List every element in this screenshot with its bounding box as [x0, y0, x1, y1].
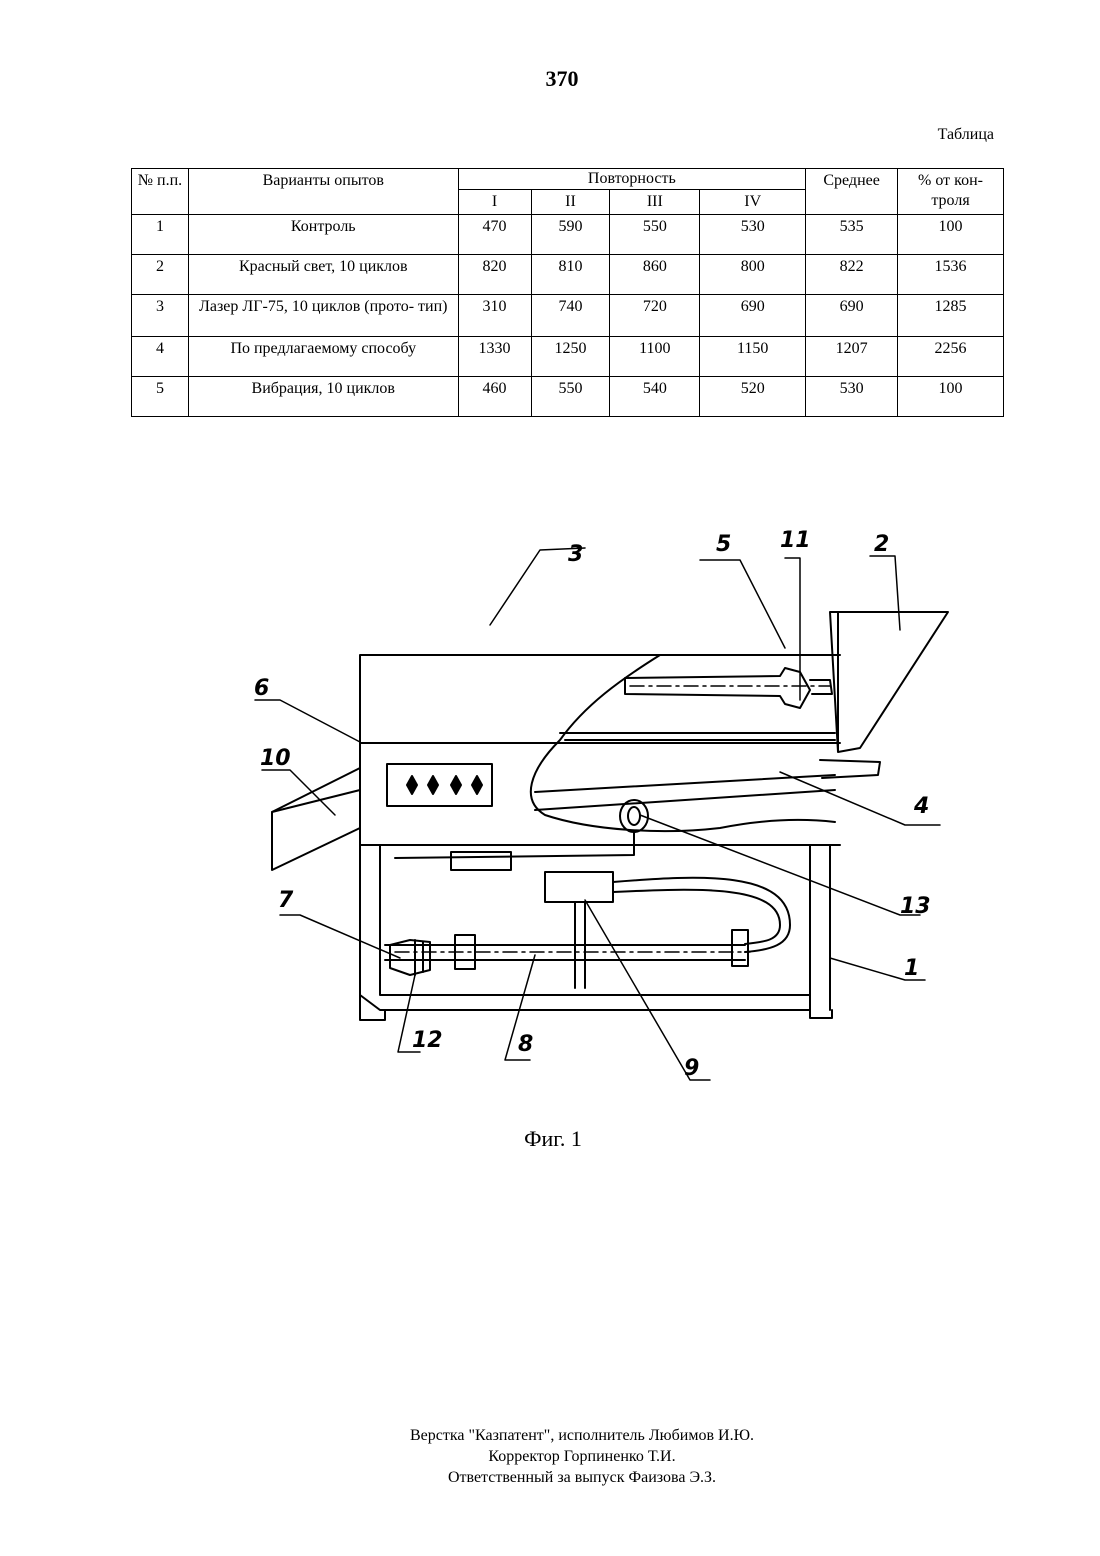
footer-credits: Верстка "Казпатент", исполнитель Любимов… — [0, 1425, 1100, 1488]
cell-value: 590 — [531, 215, 610, 255]
cell-no: 1 — [132, 215, 189, 255]
outlet-chute-10 — [272, 768, 360, 870]
header-mean: Среднее — [806, 169, 898, 215]
cell-value: 470 — [458, 215, 531, 255]
footer-line-proofreader: Корректор Горпиненко Т.И. — [0, 1446, 1100, 1467]
label-12: 12 — [412, 1028, 443, 1053]
header-no: № п.п. — [132, 169, 189, 215]
lamp-socket — [810, 680, 832, 694]
cell-percent: 100 — [898, 215, 1004, 255]
tray-4 — [535, 775, 835, 810]
footer-line-layout: Верстка "Казпатент", исполнитель Любимов… — [0, 1425, 1100, 1446]
cell-value: 820 — [458, 255, 531, 295]
label-11: 11 — [780, 528, 811, 553]
cell-mean: 530 — [806, 377, 898, 417]
cell-value: 540 — [610, 377, 700, 417]
header-repeat-2: II — [531, 190, 610, 215]
header-repeat-4: IV — [700, 190, 806, 215]
cell-value: 1330 — [458, 337, 531, 377]
apparatus-figure: 3 5 11 2 6 10 4 13 1 7 12 8 9 — [250, 520, 970, 1090]
motor-9 — [545, 872, 613, 902]
cell-no: 3 — [132, 295, 189, 337]
header-percent: % от кон- троля — [898, 169, 1004, 215]
cell-value: 530 — [700, 215, 806, 255]
label-10: 10 — [260, 746, 291, 771]
table-row: 1 Контроль 470 590 550 530 535 100 — [132, 215, 1004, 255]
junction-box — [451, 852, 511, 870]
frame-feet — [360, 1010, 832, 1020]
cell-value: 720 — [610, 295, 700, 337]
header-repeat: Повторность — [458, 169, 806, 190]
drum-top-plate — [560, 733, 835, 740]
apparatus-drawing — [250, 520, 970, 1090]
table-row: 3 Лазер ЛГ-75, 10 циклов (прото- тип) 31… — [132, 295, 1004, 337]
cell-no: 4 — [132, 337, 189, 377]
cell-value: 860 — [610, 255, 700, 295]
housing-outline — [360, 655, 840, 845]
results-table: № п.п. Варианты опытов Повторность Средн… — [131, 168, 1004, 417]
label-6: 6 — [254, 676, 269, 701]
cell-value: 550 — [531, 377, 610, 417]
label-13: 13 — [900, 894, 931, 919]
cell-mean: 1207 — [806, 337, 898, 377]
lamp-5 — [625, 668, 810, 708]
cell-value: 1250 — [531, 337, 610, 377]
cell-percent: 2256 — [898, 337, 1004, 377]
cell-variant: Красный свет, 10 циклов — [188, 255, 458, 295]
frame-1 — [360, 845, 830, 1010]
label-9: 9 — [684, 1056, 699, 1081]
cell-value: 520 — [700, 377, 806, 417]
table-row: 5 Вибрация, 10 циклов 460 550 540 520 53… — [132, 377, 1004, 417]
cell-value: 1150 — [700, 337, 806, 377]
label-2: 2 — [874, 532, 889, 557]
cell-mean: 690 — [806, 295, 898, 337]
header-repeat-3: III — [610, 190, 700, 215]
table-caption: Таблица — [938, 126, 994, 144]
header-variant: Варианты опытов — [188, 169, 458, 215]
table-row: 2 Красный свет, 10 циклов 820 810 860 80… — [132, 255, 1004, 295]
cell-variant: По предлагаемому способу — [188, 337, 458, 377]
header-repeat-1: I — [458, 190, 531, 215]
label-1: 1 — [904, 956, 919, 981]
cell-percent: 1285 — [898, 295, 1004, 337]
cell-value: 550 — [610, 215, 700, 255]
control-panel-knobs — [407, 776, 482, 794]
chute-line — [272, 790, 360, 812]
cell-value: 310 — [458, 295, 531, 337]
cell-no: 2 — [132, 255, 189, 295]
cell-mean: 822 — [806, 255, 898, 295]
cell-variant: Лазер ЛГ-75, 10 циклов (прото- тип) — [188, 295, 458, 337]
footer-line-responsible: Ответственный за выпуск Фаизова Э.З. — [0, 1467, 1100, 1488]
cell-no: 5 — [132, 377, 189, 417]
label-3: 3 — [568, 542, 583, 567]
label-7: 7 — [278, 888, 293, 913]
cell-value: 690 — [700, 295, 806, 337]
cell-variant: Вибрация, 10 циклов — [188, 377, 458, 417]
cell-value: 800 — [700, 255, 806, 295]
figure-caption: Фиг. 1 — [0, 1126, 1100, 1152]
cell-percent: 100 — [898, 377, 1004, 417]
hopper-2 — [830, 612, 948, 752]
label-5: 5 — [716, 532, 731, 557]
cell-mean: 535 — [806, 215, 898, 255]
label-4: 4 — [914, 794, 929, 819]
page-number: 370 — [0, 66, 1100, 92]
cell-percent: 1536 — [898, 255, 1004, 295]
cell-variant: Контроль — [188, 215, 458, 255]
cell-value: 460 — [458, 377, 531, 417]
cell-value: 1100 — [610, 337, 700, 377]
label-8: 8 — [518, 1032, 533, 1057]
cell-value: 810 — [531, 255, 610, 295]
cell-value: 740 — [531, 295, 610, 337]
table-header-row: № п.п. Варианты опытов Повторность Средн… — [132, 169, 1004, 190]
table-row: 4 По предлагаемому способу 1330 1250 110… — [132, 337, 1004, 377]
